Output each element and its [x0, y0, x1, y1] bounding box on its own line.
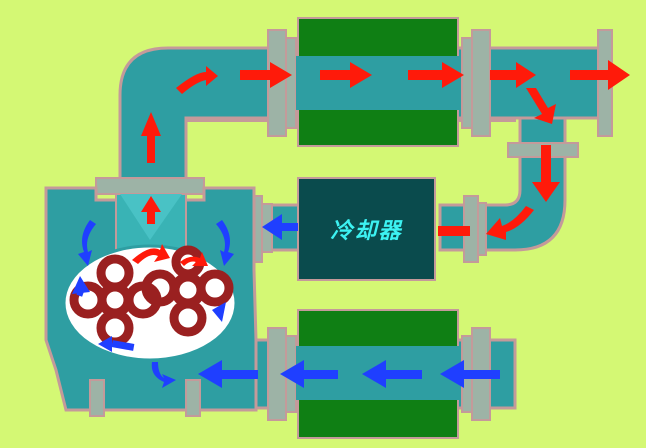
arrow-cold-4: [72, 276, 90, 297]
arrow-cold-1: [262, 214, 298, 240]
cooler-label: 冷却器: [330, 219, 403, 244]
rotor-right: [141, 245, 234, 337]
top-heater-block-lower: [297, 107, 459, 147]
arrow-hot-3: [176, 66, 218, 94]
cooler-box: [297, 177, 436, 281]
arrow-hot-12: [438, 226, 470, 236]
arrow-hot-4: [240, 62, 292, 88]
arrow-cold-9: [280, 360, 338, 388]
bottom-heater-block-lower: [297, 397, 459, 439]
top-heater-block-upper: [297, 17, 459, 59]
arrow-hot-7: [490, 62, 536, 88]
arrow-hot-14: [180, 252, 208, 266]
bottom-heater-block-upper: [297, 309, 459, 349]
arrow-hot-2: [141, 112, 161, 163]
arrow-cold-5: [212, 302, 226, 322]
arrow-hot-6: [408, 62, 464, 88]
cold-flow-arrows: [72, 214, 500, 388]
arrow-cold-8: [198, 360, 258, 388]
arrow-cold-6: [98, 336, 135, 352]
arrow-hot-8: [570, 60, 630, 90]
arrow-hot-1: [141, 196, 161, 224]
arrow-cold-10: [362, 360, 422, 388]
arrow-cold-7: [151, 362, 176, 388]
arrow-hot-13: [132, 244, 170, 264]
arrow-cold-2: [78, 220, 96, 266]
arrow-cold-3: [216, 220, 234, 266]
arrow-hot-11: [486, 206, 534, 240]
arrow-cold-11: [440, 360, 500, 388]
hot-flow-arrows: [132, 60, 630, 266]
arrow-hot-9: [526, 88, 556, 124]
arrow-hot-5: [320, 62, 372, 88]
arrow-hot-10: [532, 145, 560, 202]
